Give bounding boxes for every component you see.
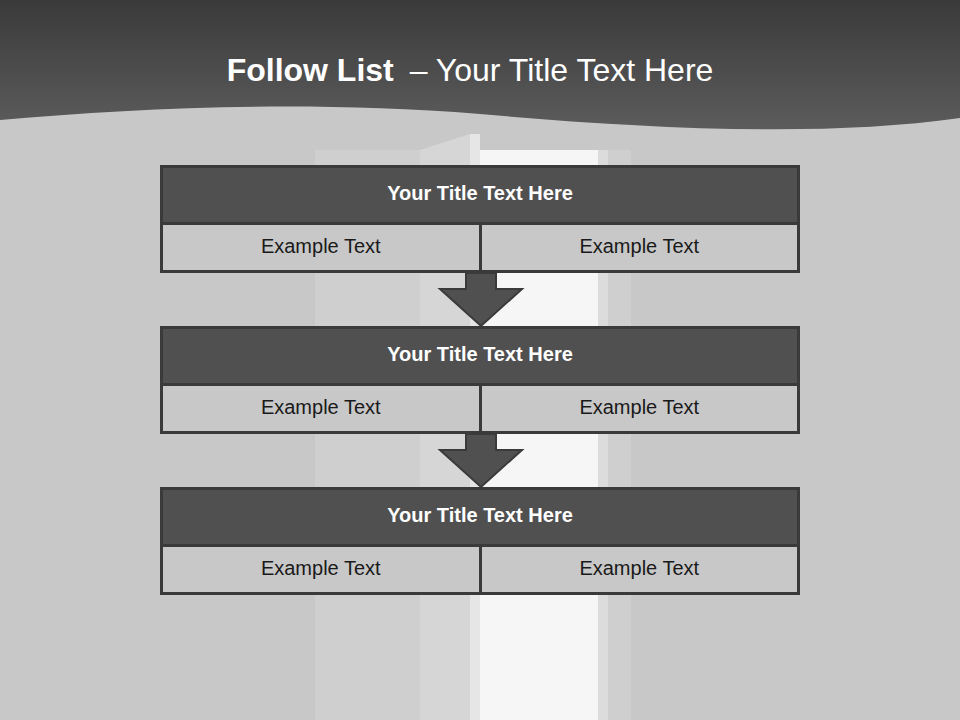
example-cell: Example Text (479, 386, 798, 431)
example-cell: Example Text (163, 547, 479, 592)
arrow-shape (440, 273, 522, 326)
cell-text: Example Text (579, 396, 699, 418)
cell-text: Example Text (579, 557, 699, 579)
box-title: Your Title Text Here (163, 168, 797, 225)
cell-text: Example Text (579, 235, 699, 257)
example-cell: Example Text (163, 225, 479, 270)
list-box: Your Title Text HereExample TextExample … (160, 326, 800, 434)
block-arrow (440, 434, 522, 487)
example-cell: Example Text (163, 386, 479, 431)
cell-row: Example Text Example Text (163, 225, 797, 270)
title: Follow List (227, 52, 394, 88)
cell-text: Example Text (261, 396, 381, 418)
arrow-shape (440, 434, 522, 487)
list-box: Your Title Text HereExample TextExample … (160, 165, 800, 273)
cell-text: Example Text (261, 557, 381, 579)
cell-row: Example Text Example Text (163, 386, 797, 431)
subtitle: – Your Title Text Here (410, 52, 714, 88)
example-cell: Example Text (479, 547, 798, 592)
block-arrow (440, 273, 522, 326)
box-title: Your Title Text Here (163, 329, 797, 386)
example-cell: Example Text (479, 225, 798, 270)
cell-text: Example Text (261, 235, 381, 257)
cell-row: Example Text Example Text (163, 547, 797, 592)
list-box: Your Title Text HereExample TextExample … (160, 487, 800, 595)
box-title: Your Title Text Here (163, 490, 797, 547)
title-row: Follow List – Your Title Text Here (0, 52, 940, 89)
